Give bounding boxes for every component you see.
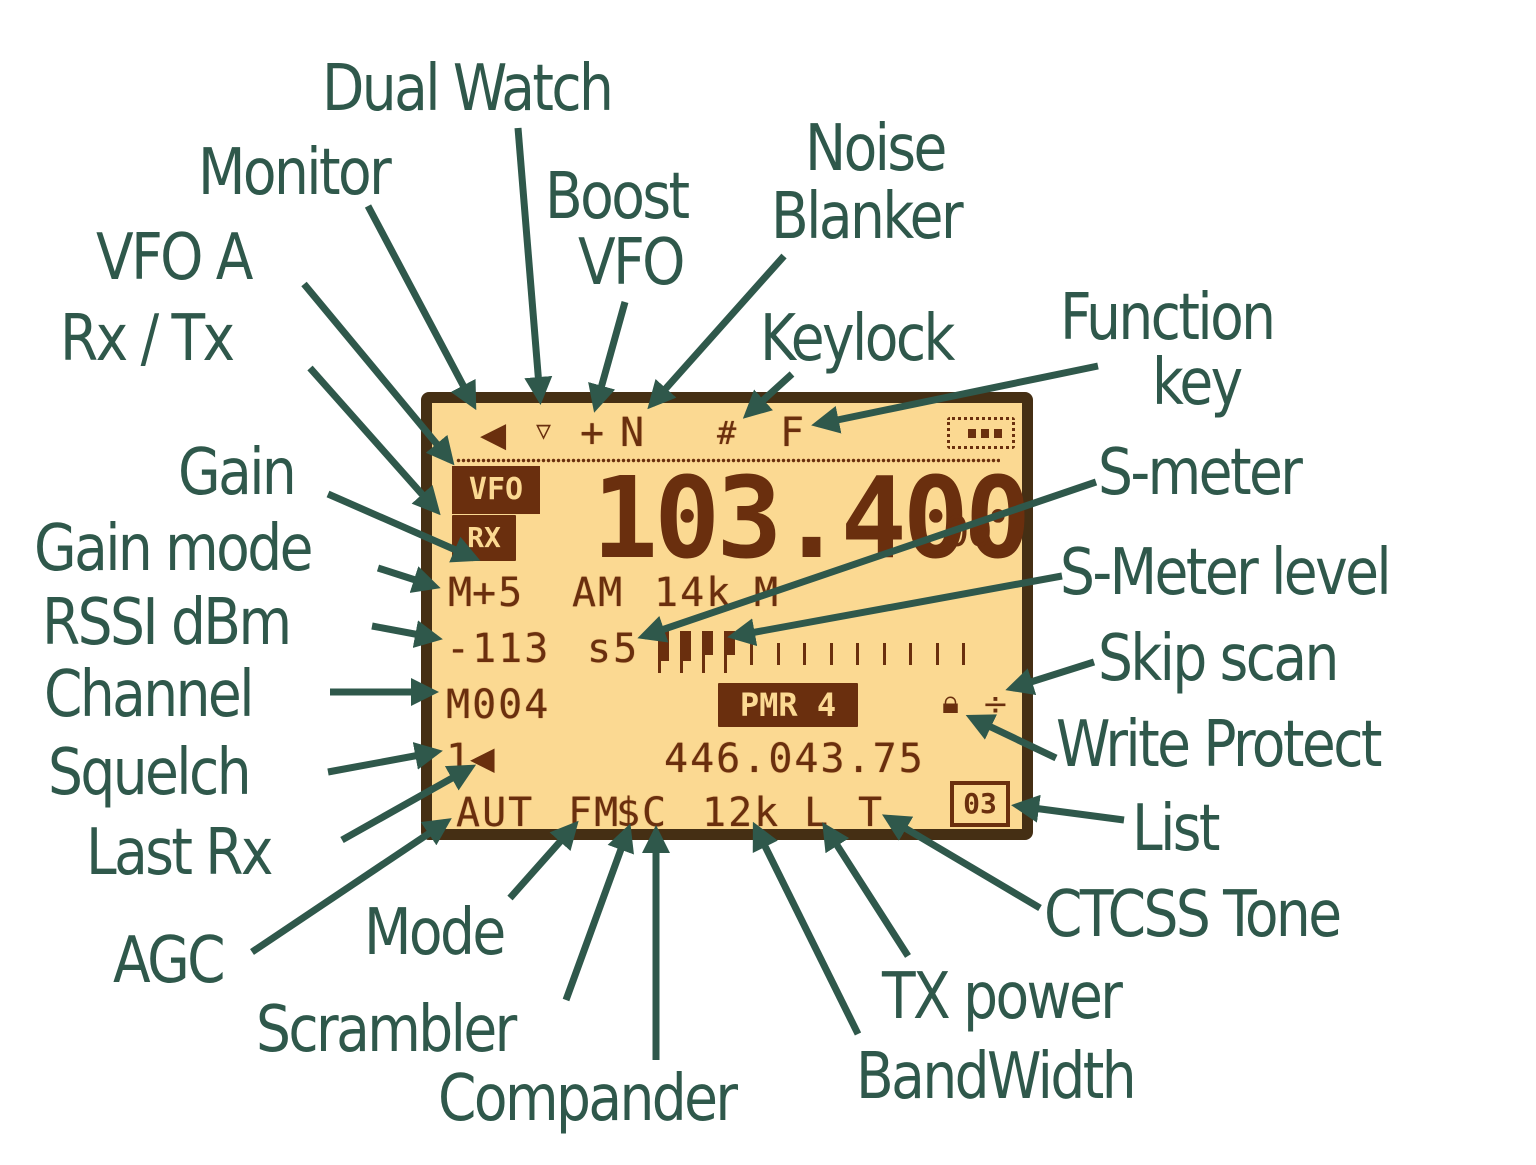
s-meter-scale-tick [776,643,780,665]
label-list: List [1132,792,1220,866]
write-protect-lock-icon: 🔒︎ [942,683,960,721]
label-ctcss-tone: CTCSS Tone [1044,878,1342,952]
label-squelch: Squelch [48,736,252,810]
label-skip-scan: Skip scan [1098,622,1339,696]
bandwidth-value: 14k [654,570,733,616]
monitor-speaker-icon: ◀ [480,415,507,455]
s-meter-scale-tick [750,643,753,665]
label-blanker: Blanker [771,180,964,254]
keylock-indicator: # [717,413,739,453]
modulation-mode: AM [572,570,625,616]
arrow-boost-vfo [588,301,629,413]
label-vfo: VFO [578,226,685,300]
label-rx-tx: Rx / Tx [60,302,235,376]
channel-name-badge: PMR 4 [718,683,858,727]
status-divider [456,458,1000,463]
label-channel: Channel [44,658,254,732]
s-meter-bar-stem [724,655,727,673]
arrow-dual-watch [514,127,553,405]
label-last-rx: Last Rx [86,816,273,890]
s-meter-bar-stem [658,655,661,673]
squelch-level: 1 [446,736,473,782]
label-key: key [1152,346,1243,420]
arrow-scrambler [562,823,634,1002]
dual-watch-icon: ▿ [536,413,552,448]
rssi-dbm: -113 [446,626,551,672]
label-tx-power: TX power [882,960,1123,1034]
scrambler-indicator: $ [616,790,643,836]
label-s-meter-level: S-Meter level [1060,536,1392,610]
function-key-indicator: F [780,410,807,456]
arrow-rx-tx [307,365,441,516]
gain-mode: M [448,570,475,616]
label-dual-watch: Dual Watch [322,52,614,126]
label-rssi-dbm: RSSI dBm [42,586,292,660]
offset-frequency: 446.043.75 [664,736,925,782]
label-scrambler: Scrambler [256,993,517,1067]
s-meter-bar-filled [658,631,669,661]
s-meter-scale-tick [909,643,912,665]
label-compander: Compander [438,1062,738,1136]
s-meter-bar-stem [702,655,705,673]
s-meter-bar-filled [702,631,713,655]
agc-value: AUT [456,790,535,836]
battery-icon [947,417,1015,449]
s-meter-scale-tick [803,643,806,665]
noise-blanker-indicator: N [620,410,647,456]
channel-number: M004 [446,682,551,728]
label-monitor: Monitor [198,136,392,210]
s-meter-scale-tick [935,643,939,665]
s-meter-bar-filled [724,631,735,655]
last-rx-speaker-icon: ◀ [470,739,495,777]
compander-indicator: C [642,790,669,836]
ctcss-indicator: T [858,790,885,836]
label-function: Function [1060,281,1276,355]
skip-scan-icon: ÷ [982,685,1009,723]
s-meter-scale-tick [962,643,965,665]
s-meter-bargraph [658,631,1018,677]
label-agc: AGC [113,924,226,998]
s-meter-scale-tick [882,643,886,665]
arrow-squelch [327,742,443,776]
gain-value: +5 [472,570,525,616]
s-meter-value: s5 [587,626,640,672]
arrow-monitor [364,204,477,411]
vfo-badge[interactable]: VFO [452,466,540,514]
s-meter-scale-tick [856,643,859,665]
mode-value: FM [568,790,621,836]
label-mode: Mode [364,896,506,970]
arrow-tx-power [822,822,911,958]
arrow-bandwidth [752,821,862,1036]
label-keylock: Keylock [760,302,955,376]
label-bandwidth: BandWidth [856,1040,1137,1114]
frequency-fraction: 00 [944,507,993,556]
s-meter-bar-stem [680,655,683,673]
rx-tx-badge: RX [452,515,516,561]
s-meter-bar-filled [680,631,691,661]
s-meter-scale-tick [829,643,833,665]
bandwidth-indicator: 12k [702,790,781,836]
noise-flag: M [754,570,781,616]
list-badge: 03 [950,781,1010,827]
label-gain: Gain [178,436,297,510]
label-write-protect: Write Protect [1056,708,1382,782]
label-boost: Boost [545,160,690,234]
tx-power-indicator: L [804,790,831,836]
boost-vfo-indicator: + [580,410,607,456]
label-s-meter: S-meter [1098,436,1303,510]
label-gain-mode: Gain mode [34,512,314,586]
arrow-list [1011,794,1125,824]
label-noise: Noise [805,112,947,186]
lcd-display: ◀ ▿ + N # F VFO RX 103.400 00 M +5 AM 14… [421,392,1033,840]
label-vfo-a: VFO A [96,221,253,295]
